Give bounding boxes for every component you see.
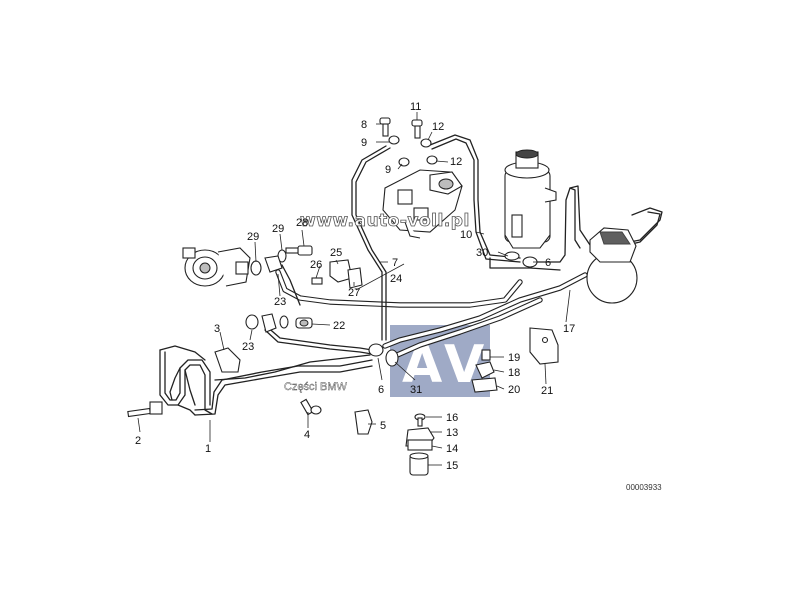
fitting-22 [261, 313, 277, 333]
part-label: 12 [450, 156, 462, 168]
part-label: 27 [348, 287, 360, 299]
part-label: 9 [361, 137, 367, 149]
washer-9-lower [398, 157, 410, 167]
clip-27 [347, 267, 363, 289]
clip-5 [354, 409, 373, 435]
part-label: 29 [272, 223, 284, 235]
bolt-26 [311, 277, 323, 285]
fluid-reservoir [504, 149, 557, 249]
part-label: 22 [333, 320, 345, 332]
leader-lines [137, 112, 571, 466]
bolt-11 [411, 119, 423, 139]
washer-9-upper [388, 135, 400, 145]
part-label: 11 [410, 101, 421, 113]
part-label: 14 [446, 443, 458, 455]
nut-18 [475, 361, 495, 379]
power-steering-pump [182, 247, 251, 287]
bracket-3 [214, 347, 241, 373]
bolt-2 [127, 401, 163, 418]
bolt-16 [414, 413, 426, 427]
part-label: 13 [446, 427, 458, 439]
washer-12-upper [420, 138, 432, 148]
part-label: 19 [508, 352, 520, 364]
part-label: 17 [563, 323, 575, 335]
ring-23-upper [245, 314, 259, 330]
banjo-fitting [264, 255, 283, 273]
washer-29-left [250, 260, 262, 276]
part-label: 28 [296, 217, 308, 229]
part-label: 9 [385, 164, 391, 176]
part-label: 24 [390, 273, 402, 285]
part-label: 6 [378, 384, 384, 396]
part-label: 2 [135, 435, 141, 447]
part-label: 26 [310, 259, 322, 271]
part-label: 8 [361, 119, 367, 131]
part-label: 16 [446, 412, 458, 424]
part-label: 23 [274, 296, 286, 308]
ring-30 [504, 251, 520, 261]
steering-gearbox [382, 169, 463, 239]
clamp-20 [471, 377, 498, 393]
part-label: 29 [247, 231, 259, 243]
part-labels: 1 2 3 4 5 6 6 7 8 9 9 10 11 12 12 13 14 … [135, 101, 575, 472]
accumulator [586, 227, 638, 304]
part-label: 4 [304, 429, 310, 441]
bolt-19 [481, 349, 491, 361]
part-label: 20 [508, 384, 520, 396]
components [127, 117, 638, 476]
watermark-shop: Części BMW [284, 381, 348, 393]
part-label: 23 [242, 341, 254, 353]
part-label: 6 [545, 257, 551, 269]
part-label: 18 [508, 367, 520, 379]
part-label: 3 [214, 323, 220, 335]
watermark-url: www.auto-voll.pl [300, 211, 470, 231]
clamp-25 [329, 259, 353, 283]
part-label: 7 [392, 257, 398, 269]
part-label: 12 [432, 121, 444, 133]
part-label: 25 [330, 247, 342, 259]
part-label: 10 [460, 229, 472, 241]
bracket-21 [529, 327, 559, 365]
bolt-8 [379, 117, 391, 137]
part-label: 15 [446, 460, 458, 472]
part-label: 31 [410, 384, 422, 396]
washer-12-lower [426, 155, 438, 165]
part-label: 5 [380, 420, 386, 432]
part-label: 21 [541, 385, 553, 397]
bolt-4 [300, 398, 322, 416]
connector-6-lower [368, 343, 384, 357]
part-label: 30 [476, 247, 488, 259]
bolt-28 [285, 245, 313, 256]
part-label: 1 [205, 443, 211, 455]
diagram-reference-code: 00003933 [626, 483, 662, 492]
